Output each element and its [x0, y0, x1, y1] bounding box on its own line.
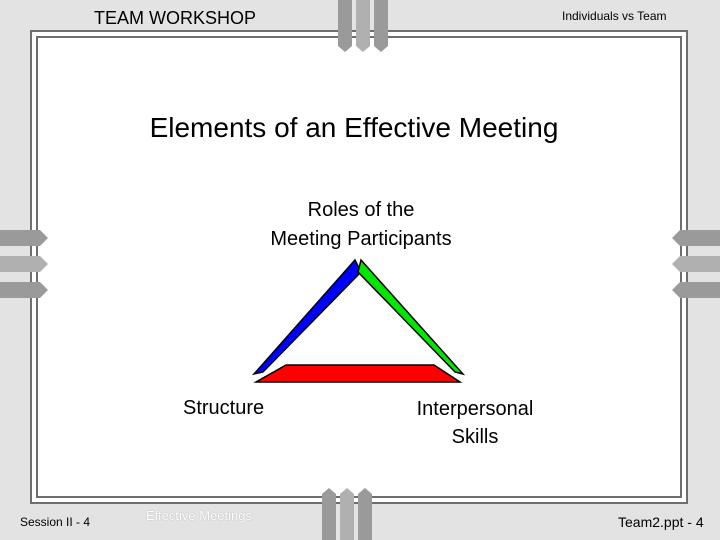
- triangle-right-side-green: [357, 258, 466, 376]
- roles-label-line2: Meeting Participants: [270, 228, 452, 250]
- workshop-title: TEAM WORKSHOP: [94, 8, 257, 28]
- structure-label: Structure: [183, 397, 265, 419]
- triangle-bottom-side-red: [253, 364, 463, 383]
- interpersonal-label-line1: Interpersonal: [416, 398, 534, 420]
- meeting-elements-triangle: [251, 258, 466, 383]
- triangle-left-side-blue: [251, 258, 362, 376]
- file-label: Team2.ppt - 4: [618, 514, 704, 530]
- interpersonal-skills-label: Interpersonal Skills: [375, 395, 575, 451]
- bottom-bars-decoration: [322, 488, 372, 540]
- topic-label: Individuals vs Team: [562, 9, 667, 23]
- section-label: Effective Meetings: [146, 508, 252, 523]
- right-bars-decoration: [672, 230, 720, 298]
- top-bars-decoration: [338, 0, 388, 52]
- roles-label-line1: Roles of the: [307, 199, 415, 221]
- interpersonal-label-line2: Skills: [451, 426, 499, 448]
- left-bars-decoration: [0, 230, 48, 298]
- slide-title: Elements of an Effective Meeting: [149, 112, 559, 143]
- roles-label: Roles of the Meeting Participants: [211, 196, 511, 254]
- session-label: Session II - 4: [20, 515, 91, 529]
